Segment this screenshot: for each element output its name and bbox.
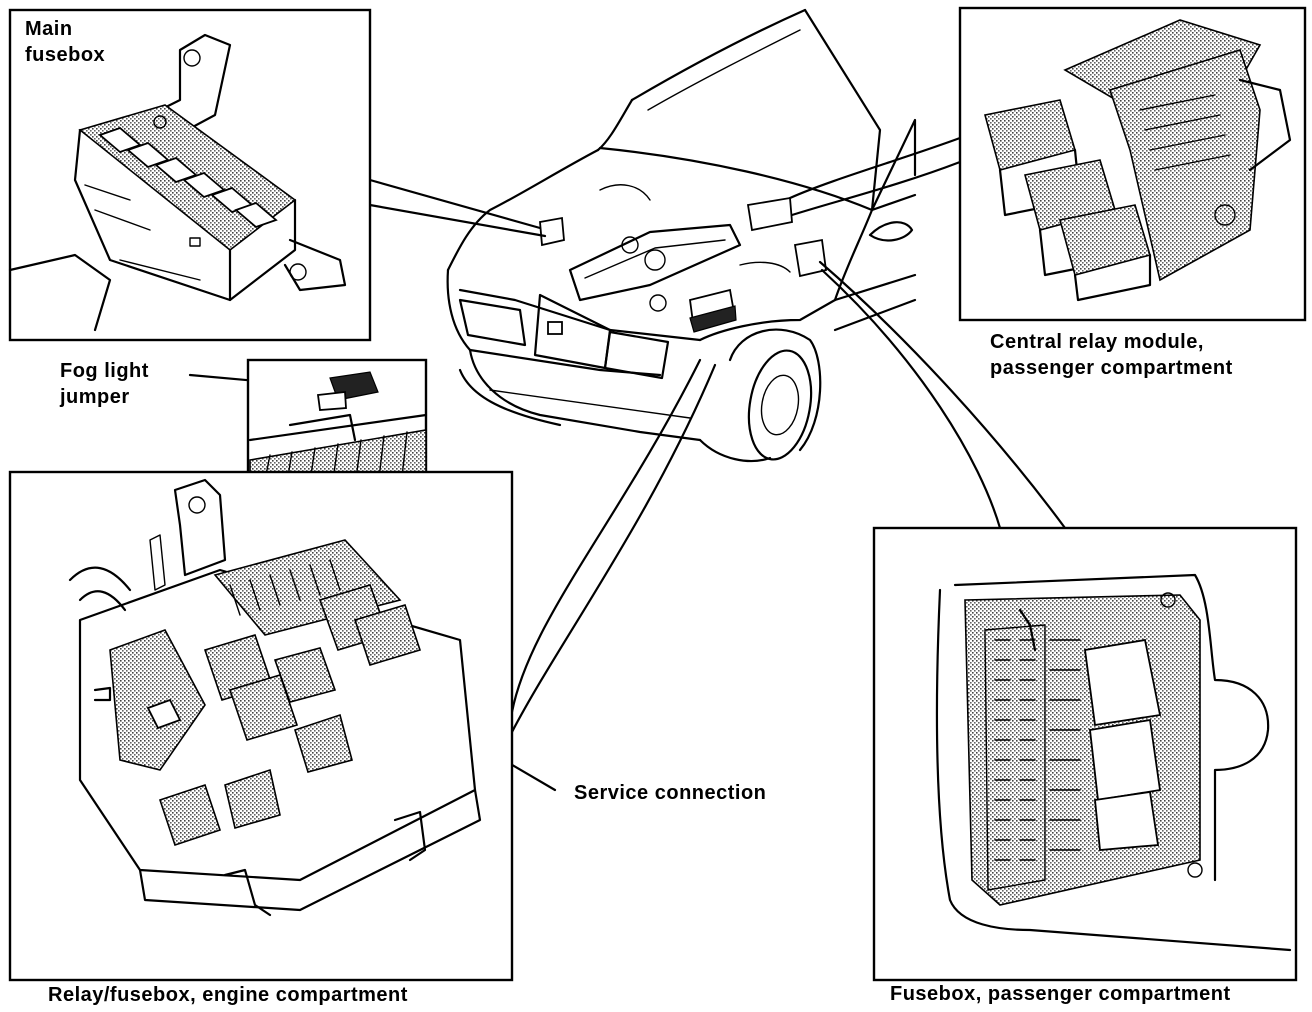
label-main-fusebox-line2: fusebox	[25, 44, 106, 66]
main-fusebox-slots	[98, 126, 278, 229]
label-fog-light-jumper-line2: jumper	[60, 386, 130, 408]
label-main-fusebox-line1: Main	[25, 18, 73, 40]
label-fog-light-jumper: Fog light jumper	[60, 358, 149, 410]
passenger-fuse-rows	[984, 624, 1081, 891]
label-central-relay-line2: passenger compartment	[990, 357, 1233, 379]
panel-central-relay	[958, 6, 1307, 322]
label-fusebox-passenger: Fusebox, passenger compartment	[890, 983, 1231, 1005]
label-fog-light-jumper-line1: Fog light	[60, 360, 149, 382]
panel-fusebox-passenger	[872, 526, 1298, 982]
label-main-fusebox: Main fusebox	[25, 16, 105, 68]
car-illustration	[446, 8, 917, 462]
panel-main-fusebox	[8, 8, 372, 342]
label-central-relay-line1: Central relay module,	[990, 331, 1204, 353]
label-central-relay: Central relay module, passenger compartm…	[990, 329, 1233, 381]
label-relay-fusebox-engine: Relay/fusebox, engine compartment	[48, 984, 408, 1006]
panel-relay-fusebox-engine	[8, 470, 514, 982]
label-service-connection: Service connection	[574, 782, 767, 804]
